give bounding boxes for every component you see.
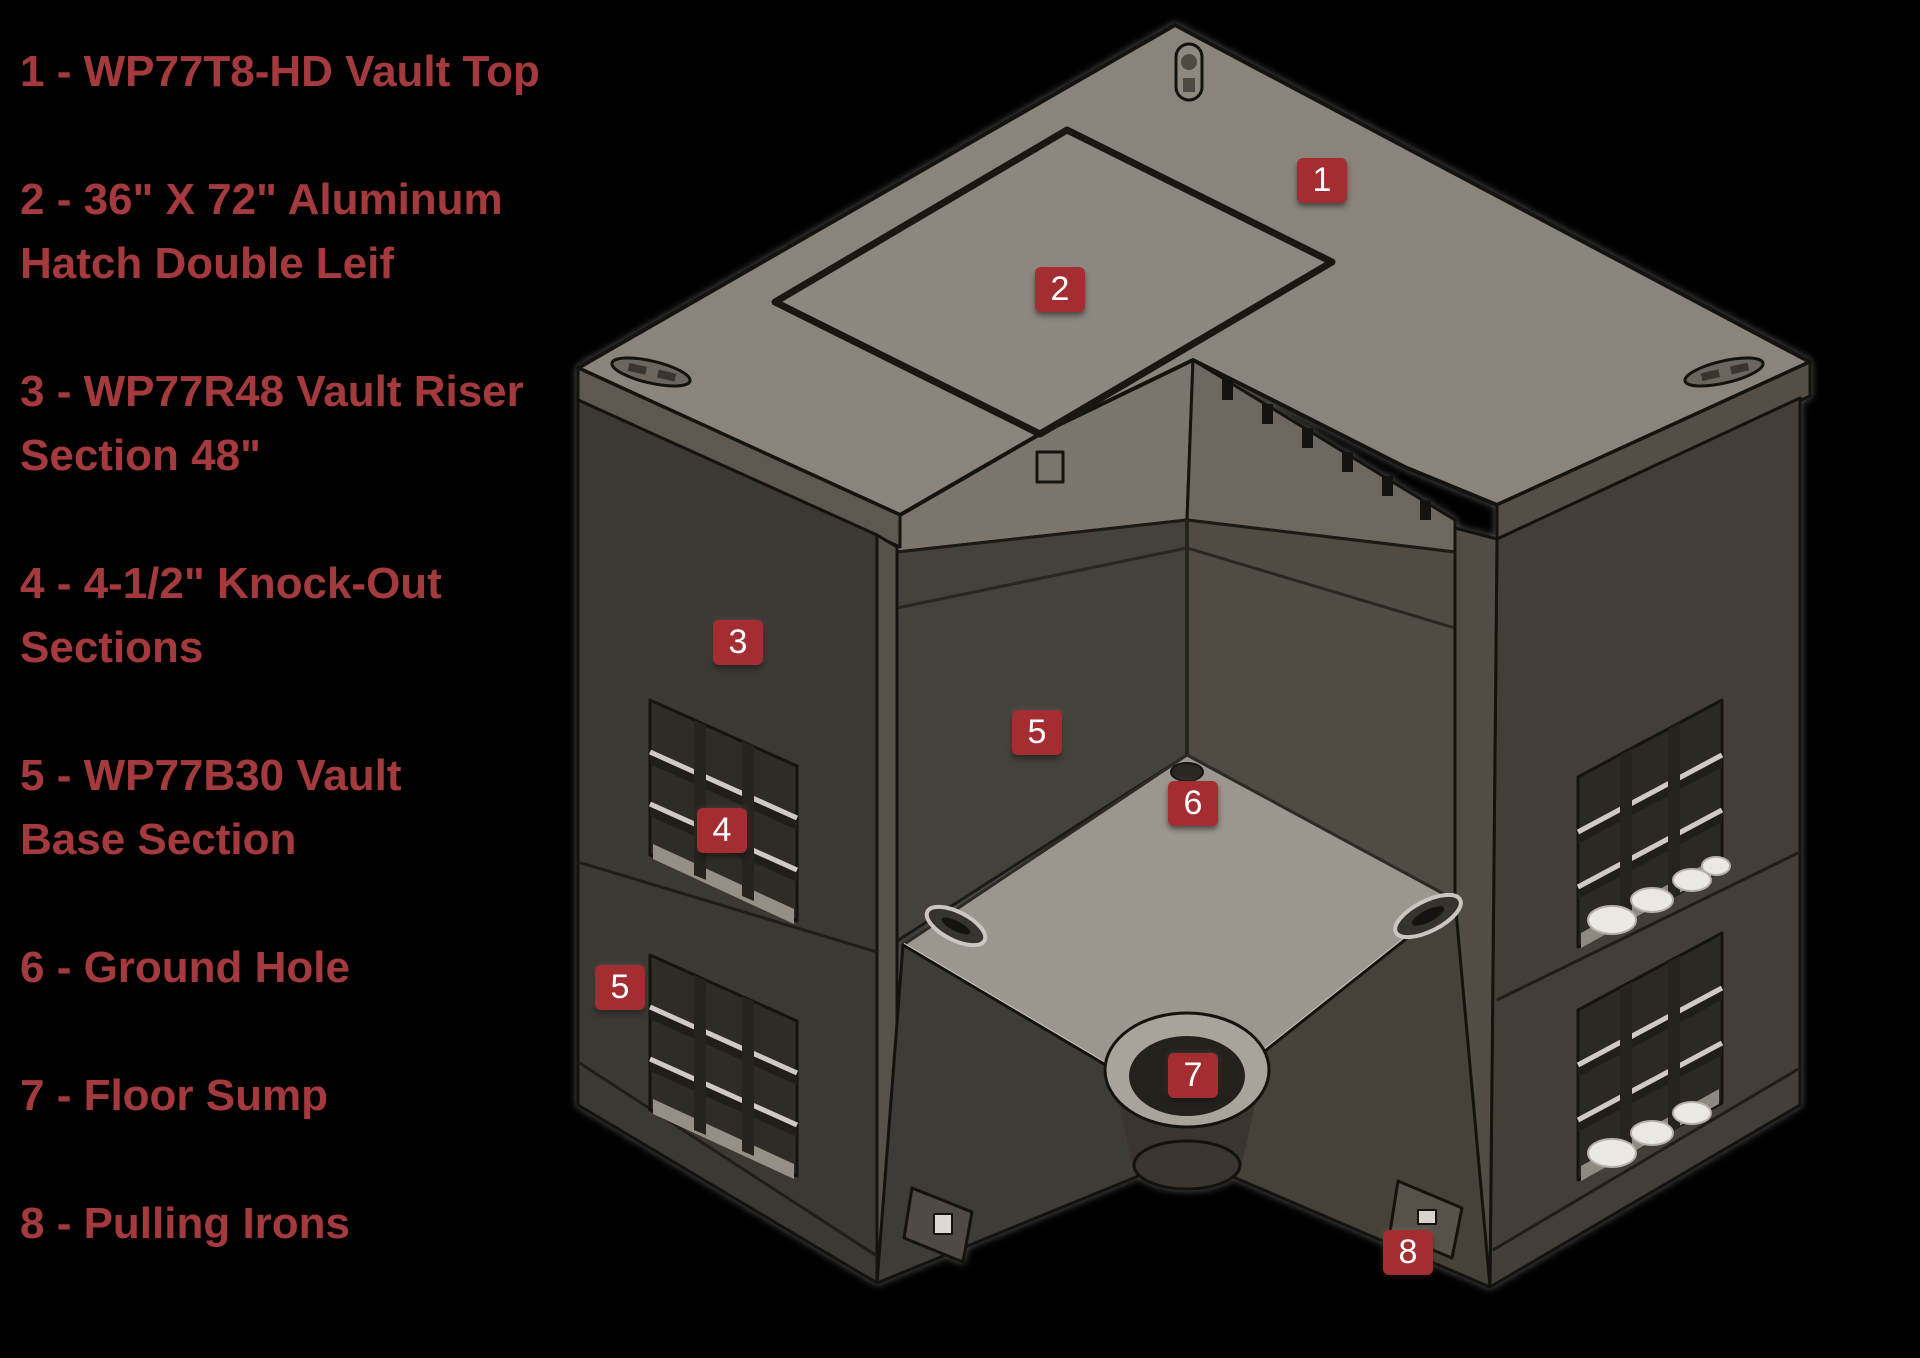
part-badge-base-interior: 5 [1012, 710, 1062, 755]
knockout-debris [1587, 856, 1731, 935]
lifting-slot-right [1683, 356, 1765, 388]
knockout-panel-right-lower [1576, 931, 1724, 1182]
lifting-slot-left [610, 356, 692, 388]
part-badge-vault-top: 1 [1297, 158, 1347, 203]
legend-item-vault-riser: 3 - WP77R48 Vault Riser Section 48" [20, 367, 524, 480]
knockout-debris [1587, 1101, 1712, 1168]
knockout-panel-right-upper [1576, 698, 1731, 949]
part-badge-base-exterior: 5 [595, 965, 645, 1010]
legend-item-vault-top: 1 - WP77T8-HD Vault Top [20, 47, 540, 96]
ground-hole [1170, 762, 1204, 782]
part-badge-pulling-iron: 8 [1383, 1230, 1433, 1275]
part-badge-riser: 3 [713, 620, 763, 665]
part-badge-floor-sump: 7 [1168, 1053, 1218, 1098]
pulling-iron-floor-left [924, 904, 988, 948]
parts-legend: 1 - WP77T8-HD Vault Top 2 - 36" X 72" Al… [20, 40, 620, 1320]
part-badge-ground-hole: 6 [1168, 781, 1218, 826]
pulling-iron-front-left [902, 1186, 974, 1264]
legend-item-ground-hole: 6 - Ground Hole [20, 943, 350, 992]
pulling-iron-floor-right [1393, 892, 1463, 940]
right-wall [1453, 396, 1802, 1289]
roof-cut-serrated-edge [1222, 380, 1431, 520]
vault-interior [895, 358, 1457, 943]
legend-item-floor-sump: 7 - Floor Sump [20, 1071, 328, 1120]
legend-item-vault-base: 5 - WP77B30 Vault Base Section [20, 751, 402, 864]
legend-item-pulling-irons: 8 - Pulling Irons [20, 1199, 351, 1248]
vault-floor [875, 753, 1492, 1289]
part-badge-hatch: 2 [1035, 267, 1085, 312]
knockout-panel-left-lower [648, 953, 799, 1179]
legend-item-knock-out: 4 - 4-1/2" Knock-Out Sections [20, 559, 442, 672]
part-badge-knockout: 4 [697, 808, 747, 853]
legend-item-aluminum-hatch: 2 - 36" X 72" Aluminum Hatch Double Leif [20, 175, 503, 288]
lifting-pin-top [1174, 42, 1204, 102]
